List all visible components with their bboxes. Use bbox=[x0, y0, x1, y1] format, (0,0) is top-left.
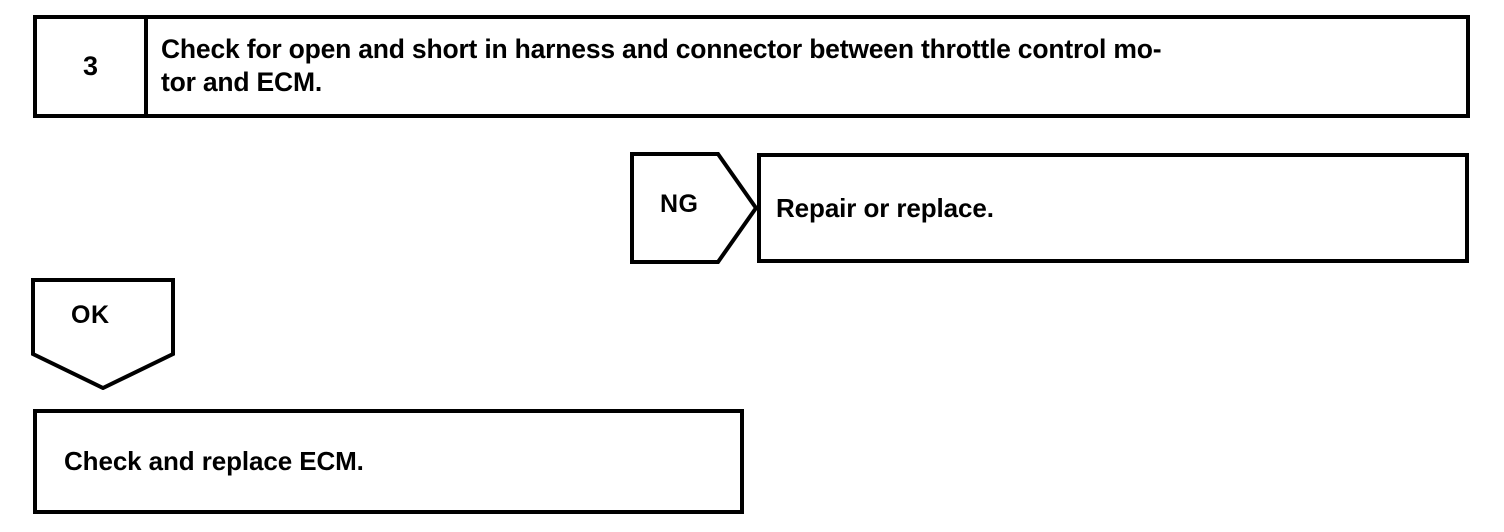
repair-or-replace-text: Repair or replace. bbox=[776, 192, 994, 223]
check-and-replace-ecm-box: Check and replace ECM. bbox=[33, 409, 744, 514]
step-instruction-cell: Check for open and short in harness and … bbox=[148, 19, 1466, 114]
ng-branch-label: NG bbox=[660, 190, 699, 218]
ok-branch-label: OK bbox=[71, 301, 110, 329]
step-box: 3 Check for open and short in harness an… bbox=[33, 15, 1470, 118]
check-and-replace-ecm-text: Check and replace ECM. bbox=[64, 446, 364, 477]
ng-arrow-icon bbox=[630, 152, 758, 264]
step-instruction-text: Check for open and short in harness and … bbox=[161, 34, 1162, 97]
ok-arrow-icon bbox=[31, 278, 175, 390]
step-number: 3 bbox=[82, 51, 99, 81]
step-number-cell: 3 bbox=[37, 19, 148, 114]
repair-or-replace-box: Repair or replace. bbox=[757, 153, 1469, 263]
